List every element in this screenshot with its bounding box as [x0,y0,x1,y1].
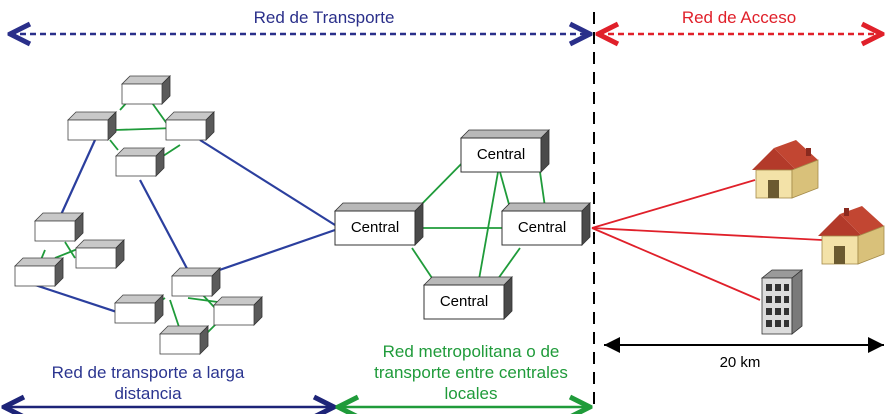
transport-network-label: Red de Transporte [230,8,418,28]
metro-network-label: Red metropolitana o de transporte entre … [374,342,568,403]
building-icon [760,269,804,335]
switch-box-icon [165,111,215,141]
switch-box-icon [14,257,64,287]
central-right: Central [501,202,591,246]
switch-box-icon [171,267,221,297]
central-label: Central [351,219,399,236]
house-icon [752,140,819,199]
central-label: Central [518,219,566,236]
switch-box-icon [67,111,117,141]
switch-box-icon [34,212,84,242]
switch-box-icon [159,325,209,355]
distance-label: 20 km [719,354,761,371]
house-icon [818,206,885,265]
long-distance-label: Red de transporte a larga distancia [51,363,245,403]
central-top: Central [460,129,550,173]
central-bottom: Central [423,276,513,320]
access-links [591,179,823,301]
switch-box-icon [213,296,263,326]
central-left: Central [334,202,424,246]
switch-box-icon [121,75,171,105]
switch-box-icon [114,294,164,324]
central-label: Central [440,293,488,310]
switch-box-icon [115,147,165,177]
access-network-label: Red de Acceso [660,8,818,28]
switch-box-icon [75,239,125,269]
central-label: Central [477,146,525,163]
